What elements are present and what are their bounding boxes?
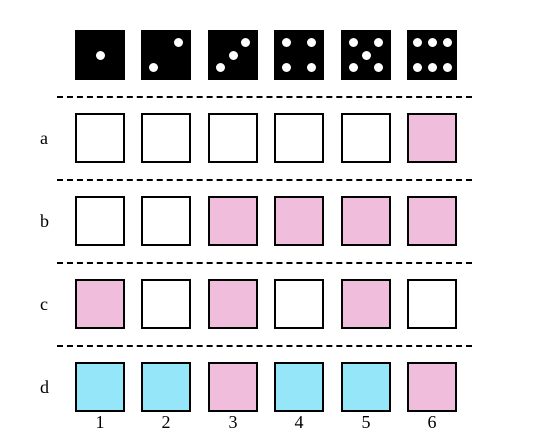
- column-label-4: 4: [294, 412, 304, 432]
- die-face-1: [75, 30, 125, 80]
- die-pip: [374, 38, 383, 47]
- outcome-box-c-4: [274, 279, 324, 329]
- row-label-c: c: [40, 294, 48, 314]
- die-pip: [427, 38, 437, 47]
- dashed-divider: [57, 96, 472, 98]
- row-label-d: d: [40, 377, 49, 397]
- die-pip: [216, 63, 225, 72]
- row-label-b: b: [40, 211, 49, 231]
- die-pip: [412, 63, 422, 72]
- die-pip: [442, 38, 452, 47]
- dashed-divider: [57, 262, 472, 264]
- outcome-box-c-3: [208, 279, 258, 329]
- die-pip: [95, 50, 105, 60]
- row-label-a: a: [40, 128, 48, 148]
- outcome-box-d-3: [208, 362, 258, 412]
- outcome-box-a-3: [208, 113, 258, 163]
- column-label-5: 5: [361, 412, 371, 432]
- die-pip: [412, 38, 422, 47]
- die-pip: [349, 38, 358, 47]
- outcome-box-d-1: [75, 362, 125, 412]
- outcome-box-b-3: [208, 196, 258, 246]
- die-pip: [361, 50, 371, 60]
- die-face-3: [208, 30, 258, 80]
- die-pip: [442, 63, 452, 72]
- outcome-box-a-2: [141, 113, 191, 163]
- column-label-3: 3: [228, 412, 238, 432]
- die-face-5: [341, 30, 391, 80]
- die-pip: [307, 38, 316, 47]
- die-pip: [374, 63, 383, 72]
- outcome-box-b-2: [141, 196, 191, 246]
- column-label-1: 1: [95, 412, 105, 432]
- outcome-box-d-6: [407, 362, 457, 412]
- outcome-box-c-1: [75, 279, 125, 329]
- outcome-box-b-5: [341, 196, 391, 246]
- outcome-box-b-6: [407, 196, 457, 246]
- outcome-box-a-4: [274, 113, 324, 163]
- die-pip: [282, 63, 291, 72]
- die-pip: [149, 63, 158, 72]
- outcome-box-c-5: [341, 279, 391, 329]
- outcome-box-d-2: [141, 362, 191, 412]
- column-label-2: 2: [161, 412, 171, 432]
- die-face-2: [141, 30, 191, 80]
- dashed-divider: [57, 179, 472, 181]
- die-pip: [241, 38, 250, 47]
- outcome-box-a-5: [341, 113, 391, 163]
- outcome-box-a-1: [75, 113, 125, 163]
- die-pip: [349, 63, 358, 72]
- outcome-box-c-2: [141, 279, 191, 329]
- die-pip: [282, 38, 291, 47]
- outcome-box-c-6: [407, 279, 457, 329]
- die-pip: [174, 38, 183, 47]
- die-face-6: [407, 30, 457, 80]
- outcome-box-b-1: [75, 196, 125, 246]
- outcome-box-d-5: [341, 362, 391, 412]
- outcome-box-a-6: [407, 113, 457, 163]
- outcome-box-d-4: [274, 362, 324, 412]
- die-face-4: [274, 30, 324, 80]
- column-label-6: 6: [427, 412, 437, 432]
- die-pip: [228, 50, 238, 60]
- dashed-divider: [57, 345, 472, 347]
- die-pip: [427, 63, 437, 72]
- die-pip: [307, 63, 316, 72]
- outcome-box-b-4: [274, 196, 324, 246]
